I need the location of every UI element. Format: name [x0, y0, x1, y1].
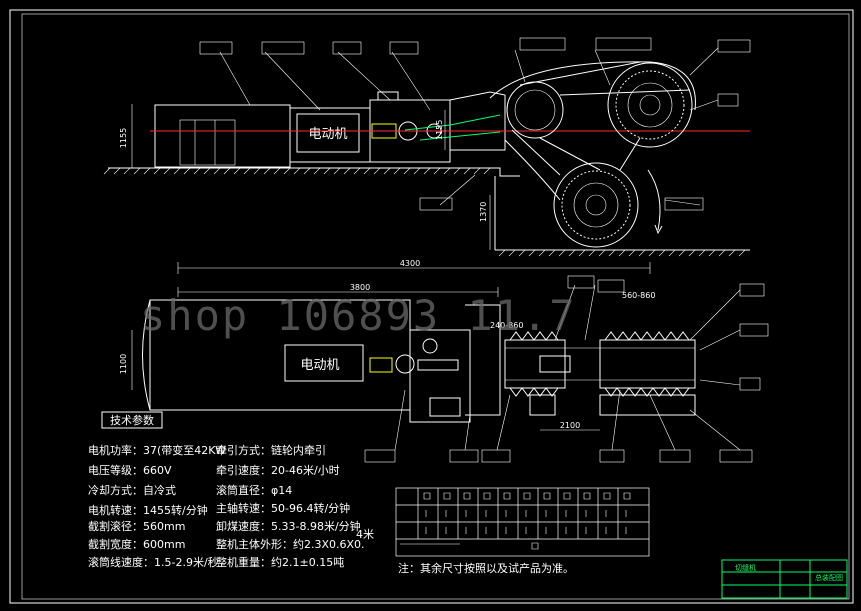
top-motor-label: 电动机 — [300, 358, 339, 373]
top-dim-width: 1100 — [119, 354, 128, 374]
sheet-border — [9, 9, 854, 604]
spec-right-2: 滚筒直径：φ14 — [216, 483, 292, 497]
spec-right-6: 整机重量：约2.1±0.15吨 — [216, 555, 344, 569]
side-motor-label: 电动机 — [308, 127, 347, 142]
spec-right-0: 牵引方式：链轮内牵引 — [216, 443, 326, 457]
spec-right-4: 卸煤速度：5.33-8.98米/分钟 — [216, 519, 361, 533]
top-view: 电动机 3800 1100 240-860 560-860 2100 — [119, 275, 769, 463]
title-name: 切缝机 — [735, 563, 756, 572]
spec-suffix: 4米 — [356, 528, 374, 541]
spec-left-1: 电压等级：660V — [88, 463, 172, 477]
spec-right-3: 主轴转速：50-96.4转/分钟 — [216, 501, 350, 515]
spec-left-5: 截割宽度：600mm — [88, 537, 185, 551]
spec-right-5: 整机主体外形：约2.3X0.6X0. — [216, 537, 365, 551]
side-dim-height: 1155 — [119, 128, 128, 148]
spec-left-3: 电机转速：1455转/分钟 — [88, 503, 208, 517]
side-dim-drop: 1155 — [435, 120, 444, 140]
spec-right-1: 牵引速度：20-46米/小时 — [216, 463, 340, 477]
spec-left-6: 滚筒线速度：1.5-2.9米/秒 — [88, 555, 219, 569]
top-dim-length: 3800 — [350, 283, 370, 292]
inner-border — [21, 13, 850, 600]
side-dim-length: 4300 — [400, 259, 420, 268]
specs-title: 技术参数 — [110, 413, 154, 427]
top-dim-bottom: 2100 — [560, 421, 580, 430]
top-dim-slot: 560-860 — [622, 291, 655, 300]
parts-table: 注：其余尺寸按照以及试产品为准。 — [395, 487, 650, 575]
spec-left-2: 冷却方式：自冷式 — [88, 483, 176, 497]
specs-block: 技术参数 电机功率：37(带变至42KW 电压等级：660V 冷却方式：自冷式 … — [88, 411, 374, 569]
side-view: 电动机 4300 1155 1155 1370 — [103, 37, 751, 274]
title-drawing-name: 总装配图 — [815, 573, 843, 582]
spec-left-0: 电机功率：37(带变至42KW — [88, 443, 226, 457]
watermark: shop 106893 11.7 — [140, 291, 577, 340]
side-dim-lift: 1370 — [479, 202, 488, 222]
title-block: 切缝机 总装配图 — [721, 559, 848, 599]
top-dim-gap: 240-860 — [490, 321, 523, 330]
table-note: 注：其余尺寸按照以及试产品为准。 — [398, 561, 574, 575]
spec-left-4: 截割滚径：560mm — [88, 519, 185, 533]
